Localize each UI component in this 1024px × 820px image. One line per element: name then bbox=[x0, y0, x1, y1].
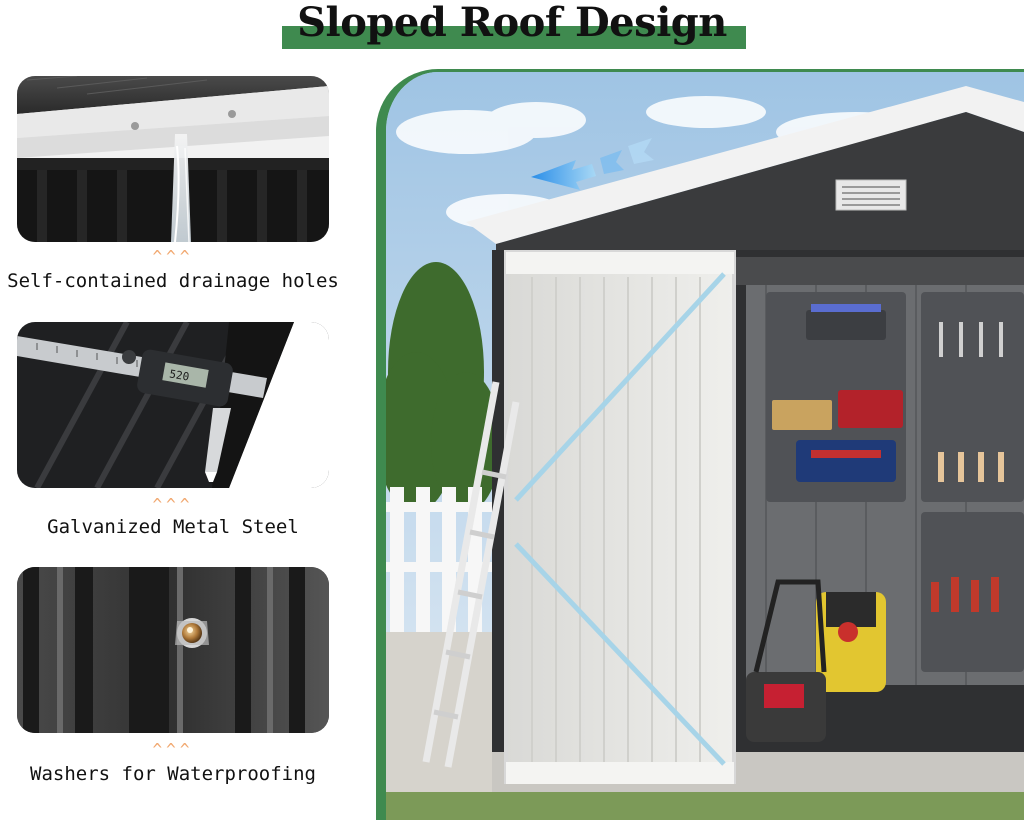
drainage-closeup-image bbox=[17, 76, 329, 242]
shed-illustration bbox=[386, 72, 1024, 820]
page-title: Sloped Roof Design bbox=[297, 0, 727, 46]
feature-caption-drainage: Self-contained drainage holes bbox=[7, 270, 339, 292]
roof-slope-arrow-icon bbox=[531, 160, 596, 190]
caliper-illustration: 520 bbox=[17, 322, 329, 488]
feature-caption-galvanized: Galvanized Metal Steel bbox=[47, 516, 299, 538]
chevron-up-icons: ^^^ bbox=[152, 740, 194, 759]
galvanized-steel-closeup-image: 520 bbox=[17, 322, 329, 488]
washer-illustration bbox=[17, 567, 329, 733]
feature-caption-washers: Washers for Waterproofing bbox=[30, 763, 316, 785]
chevron-up-icons: ^^^ bbox=[152, 247, 194, 266]
title-underline-bar bbox=[282, 26, 746, 49]
caliper-reading: 520 bbox=[168, 367, 190, 383]
chevron-up-icons: ^^^ bbox=[152, 495, 194, 514]
drainage-illustration bbox=[17, 76, 329, 242]
shed-scene-image bbox=[376, 69, 1024, 820]
washer-closeup-image bbox=[17, 567, 329, 733]
